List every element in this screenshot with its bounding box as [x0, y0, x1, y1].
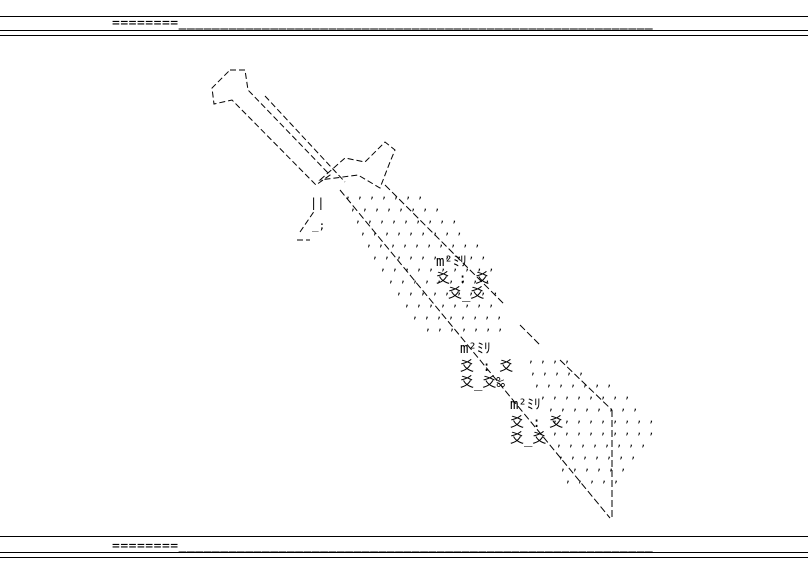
knot-1-top: m²ﾐﾘ: [436, 254, 467, 270]
svg-text:, , , , , , , , ,: , , , , , , , , ,: [360, 226, 462, 237]
svg-text:, , , , ,: , , , , ,: [565, 474, 619, 485]
svg-text:, , , , , , , , , ,: , , , , , , , , , ,: [372, 250, 486, 261]
knot-2-top: m²ﾐﾘ: [460, 341, 491, 357]
svg-text:, , , , , , ,: , , , , , , ,: [345, 190, 423, 201]
knot-3-mid: 爻 : 爻: [510, 415, 564, 431]
svg-text:, , , , , , , ,: , , , , , , , ,: [556, 438, 646, 449]
guard-bars: ||: [310, 196, 325, 210]
knot-2-mid: 爻 : 爻: [460, 359, 514, 375]
svg-text:, , , , , , , , ,: , , , , , , , , ,: [552, 414, 654, 425]
blade-hatching: , , , , , , , , , , , , , , , , , , , , …: [345, 190, 654, 485]
svg-text:, , , , , , , ,: , , , , , , , ,: [350, 202, 440, 213]
svg-text:, , , ,: , , , ,: [528, 354, 570, 365]
svg-text:, , , , , , ,: , , , , , , ,: [558, 450, 636, 461]
bottom-frame-rule: ========‗‗‗‗‗‗‗‗‗‗‗‗‗‗‗‗‗‗‗‗‗‗‗‗‗‗‗‗‗‗‗‗…: [112, 540, 654, 553]
svg-text:, , , , , , , ,: , , , , , , , ,: [548, 402, 638, 413]
svg-text:, , , , , , , ,: , , , , , , , ,: [404, 298, 494, 309]
top-frame-line-3: [0, 35, 808, 36]
top-frame-line-2: [0, 30, 808, 31]
svg-text:, , , , , , , ,: , , , , , , , ,: [540, 390, 630, 401]
svg-text:, , , , ,: , , , , ,: [530, 366, 584, 377]
svg-text:, , , , , , , , ,: , , , , , , , , ,: [396, 286, 498, 297]
svg-text:, , , , , , ,: , , , , , , ,: [425, 322, 503, 333]
top-frame-rule: ========‗‗‗‗‗‗‗‗‗‗‗‗‗‗‗‗‗‗‗‗‗‗‗‗‗‗‗‗‗‗‗‗…: [112, 17, 654, 30]
svg-text:, , , , , ,: , , , , , ,: [560, 462, 626, 473]
top-frame-line-1: [0, 16, 808, 17]
svg-text:, , , , , , ,: , , , , , , ,: [534, 378, 612, 389]
sword-handle: [211, 69, 346, 186]
svg-text:, , , , , , , ,: , , , , , , , ,: [412, 310, 502, 321]
bottom-frame-line-1: [0, 536, 808, 537]
guard-mark: _;: [312, 219, 326, 232]
svg-text:, , , , , , , , , ,: , , , , , , , , , ,: [366, 238, 480, 249]
knot-1-bottom: 爻_爻: [448, 286, 485, 302]
svg-text:, , , , , , , , ,: , , , , , , , , ,: [388, 274, 490, 285]
knot-3-top: m²ﾐﾘ: [510, 397, 541, 413]
knot-2-bottom: 爻_爻‰: [460, 375, 505, 391]
svg-text:, , , , , , , , ,: , , , , , , , , ,: [552, 426, 654, 437]
knot-3-bottom: 爻_爻: [510, 431, 547, 447]
knot-1-mid: 爻 : 爻: [436, 271, 490, 287]
svg-text:, , , , , , , , , ,: , , , , , , , , , ,: [380, 262, 494, 273]
sword-guard: [297, 141, 396, 241]
sword-blade: [339, 184, 613, 520]
bottom-frame-line-3: [0, 557, 808, 558]
svg-text:, , , , , , , , ,: , , , , , , , , ,: [355, 214, 457, 225]
bottom-frame-line-2: [0, 552, 808, 553]
